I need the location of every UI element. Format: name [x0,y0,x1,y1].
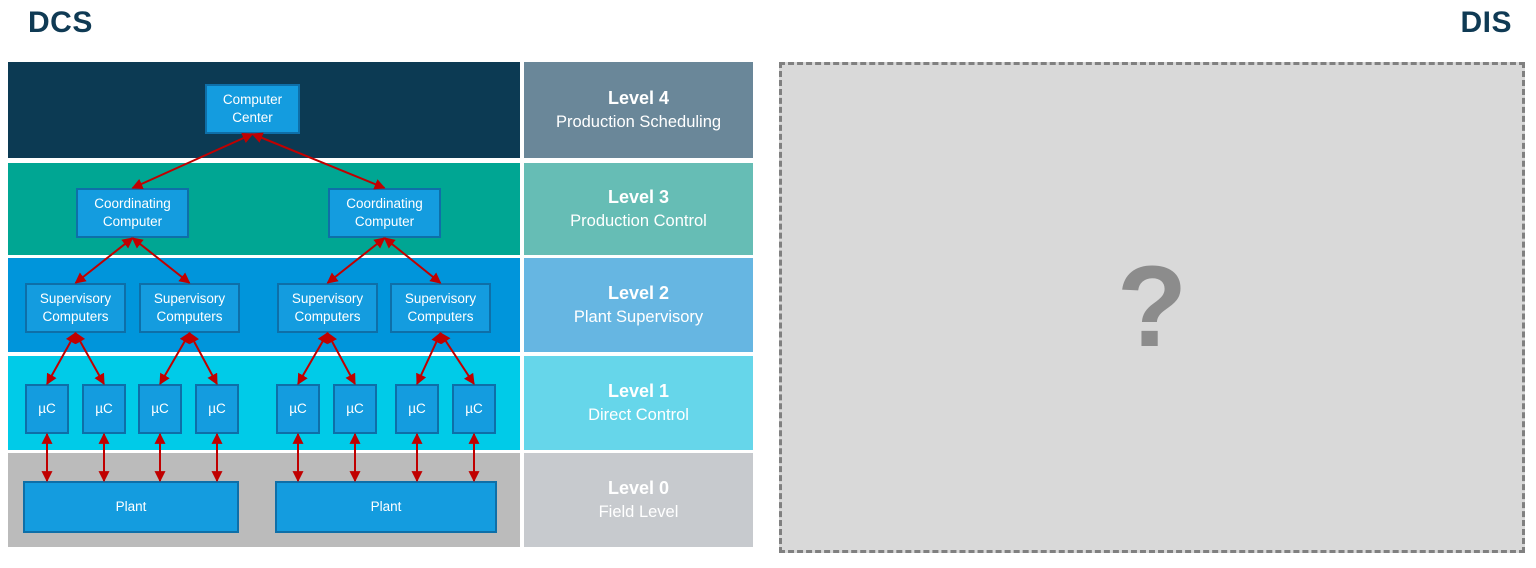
microcontroller-node-7: µC [395,384,439,434]
level1-sublabel: Direct Control [588,406,689,425]
level2-sublabel: Plant Supervisory [573,308,704,327]
level2-label: Level 2 Plant Supervisory [524,258,753,352]
microcontroller-node-8: µC [452,384,496,434]
microcontroller-node-4: µC [195,384,239,434]
dis-title: DIS [1460,6,1512,39]
level3-sublabel: Production Control [570,212,707,231]
microcontroller-node-6: µC [333,384,377,434]
supervisory-computers-node-2: Supervisory Computers [139,283,240,333]
supervisory-computers-node-4: Supervisory Computers [390,283,491,333]
computer-center-node: Computer Center [205,84,300,134]
level3-name: Level 3 [607,186,670,207]
dcs-title: DCS [28,6,93,39]
microcontroller-node-1: µC [25,384,69,434]
level1-label: Level 1 Direct Control [524,356,753,450]
level0-label: Level 0 Field Level [524,453,753,547]
supervisory-computers-node-1: Supervisory Computers [25,283,126,333]
level4-sublabel: Production Scheduling [555,113,722,132]
dis-placeholder-box: ? [779,62,1525,553]
coordinating-computer-node-1: Coordinating Computer [76,188,189,238]
level3-label: Level 3 Production Control [524,163,753,255]
microcontroller-node-3: µC [138,384,182,434]
level4-label: Level 4 Production Scheduling [524,62,753,158]
supervisory-computers-node-3: Supervisory Computers [277,283,378,333]
level0-name: Level 0 [607,477,670,498]
microcontroller-node-5: µC [276,384,320,434]
level2-name: Level 2 [607,282,670,303]
level0-sublabel: Field Level [598,503,679,522]
question-mark: ? [1116,243,1188,371]
level1-name: Level 1 [607,380,670,401]
microcontroller-node-2: µC [82,384,126,434]
plant-node-2: Plant [275,481,497,533]
plant-node-1: Plant [23,481,239,533]
level4-name: Level 4 [607,87,670,108]
coordinating-computer-node-2: Coordinating Computer [328,188,441,238]
